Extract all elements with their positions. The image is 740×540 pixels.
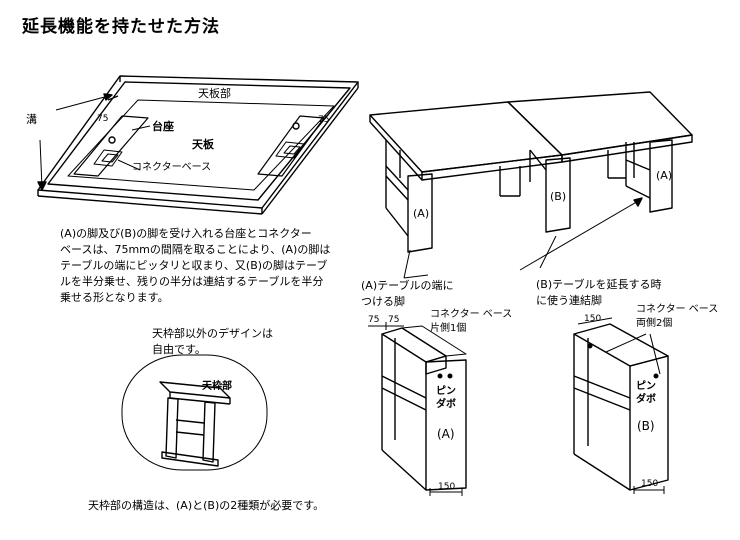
dowel-line: ダボ [436, 399, 456, 410]
leg-B-drawing [573, 317, 669, 494]
caption-line: に使う連結脚 [536, 294, 602, 307]
leg-A-dimension: 75 [388, 315, 400, 325]
leg-B-connector-note: コネクター ベース 両側2個 [636, 303, 718, 331]
caption-leg-A: (A)テーブルの端に つける脚 [361, 278, 453, 310]
leg-A-connector-note: コネクター ベース 片側1個 [430, 308, 512, 336]
design-note: 天枠部以外のデザインは 自由です。 [152, 326, 273, 358]
tabletop-frame-drawing [37, 75, 359, 215]
design-note-line: 天枠部以外のデザインは [152, 327, 273, 340]
leg-A-dimension: 75 [368, 315, 380, 325]
dowel-line: ピン [436, 386, 456, 397]
table-leg-B-label: (B) [550, 190, 567, 203]
page-title: 延長機能を持たせた方法 [22, 17, 220, 37]
leg-B-label: (B) [637, 419, 655, 433]
base-label: 台座 [152, 120, 174, 133]
note-line: コネクター ベース [430, 309, 513, 320]
description-line: ベースは、75mmの間隔を取ることにより、(A)の脚は [60, 243, 331, 256]
leg-A-drawing [368, 322, 467, 496]
caption-line: (A)テーブルの端に [361, 279, 454, 292]
groove-label: 溝 [26, 113, 37, 126]
leg-B-dimension: 150 [584, 314, 602, 324]
description-line: テーブルの端にピッタリと収まり、又(B)の脚はテーブ [60, 259, 328, 272]
structure-note: 天枠部の構造は、(A)と(B)の2種類が必要です。 [88, 499, 325, 512]
description-paragraph: (A)の脚及び(B)の脚を受け入れる台座とコネクター ベースは、75mmの間隔を… [60, 226, 330, 306]
top-board-label: 天板 [192, 138, 214, 151]
table-leg-A-left-label: (A) [413, 207, 430, 220]
table-leg-A-right-label: (A) [656, 169, 673, 182]
caption-line: (B)テーブルを延長する時 [536, 278, 662, 291]
leg-A-label: (A) [437, 427, 455, 441]
joined-tables-drawing [369, 91, 693, 279]
dowel-line: ダボ [636, 394, 656, 405]
caption-leg-B: (B)テーブルを延長する時 に使う連結脚 [536, 277, 661, 309]
leg-B-width: 150 [641, 479, 659, 489]
connector-base-label: コネクターベース [132, 162, 212, 173]
note-line: 両側2個 [636, 318, 673, 329]
note-line: 片側1個 [430, 323, 467, 334]
dimension-left: 75 [97, 114, 109, 124]
note-line: コネクター ベース [636, 304, 719, 315]
leg-A-width: 150 [438, 482, 456, 492]
top-frame-label: 天板部 [198, 87, 231, 100]
description-line: 乗せる形となります。 [60, 291, 169, 304]
leg-A-dowel-label: ピン ダボ [436, 385, 456, 411]
caption-line: つける脚 [361, 295, 405, 308]
description-line: ルを半分乗せ、残りの半分は連結するテーブルを半分 [60, 275, 324, 288]
design-note-line: 自由です。 [152, 343, 206, 356]
dowel-line: ピン [636, 381, 656, 392]
leg-B-dowel-label: ピン ダボ [636, 380, 656, 406]
frame-piece-drawing [121, 354, 268, 471]
description-line: (A)の脚及び(B)の脚を受け入れる台座とコネクター [60, 227, 312, 240]
frame-part-label: 天枠部 [202, 381, 232, 392]
dimension-right: 75 [318, 115, 330, 125]
